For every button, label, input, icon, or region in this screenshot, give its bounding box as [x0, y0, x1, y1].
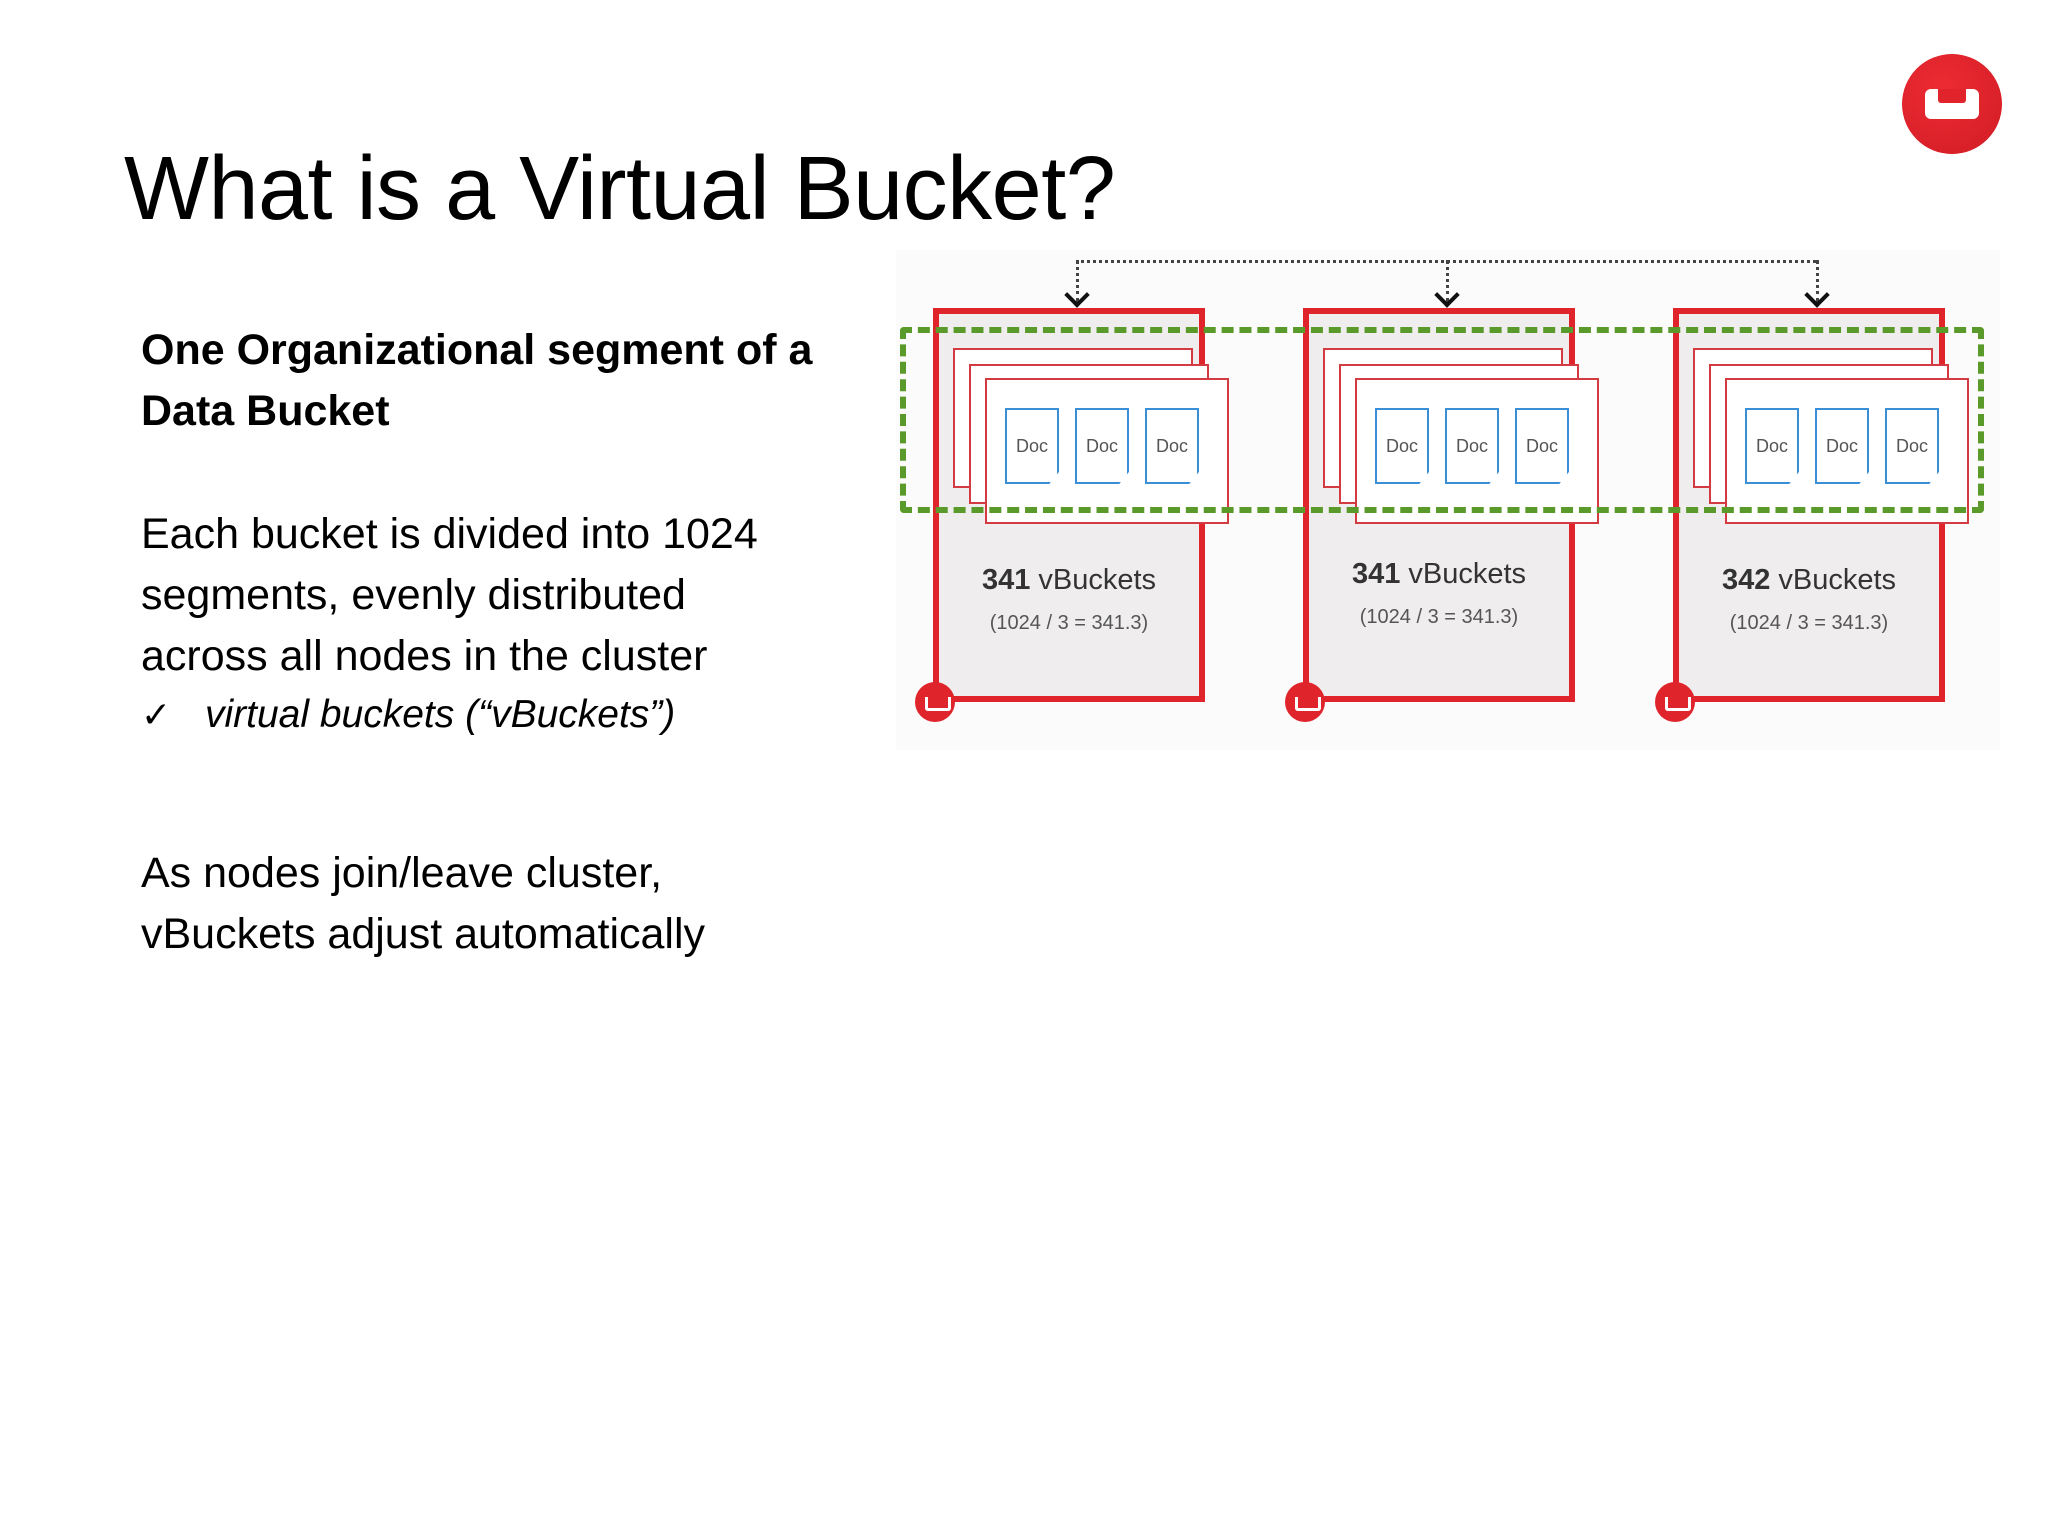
para2-line-1: As nodes join/leave cluster,	[141, 849, 663, 897]
doc-icon: Doc	[1005, 408, 1059, 484]
server-node-icon	[1285, 682, 1325, 722]
checkmark-icon: ✓	[141, 694, 172, 735]
para1-line-3: across all nodes in the cluster	[141, 632, 708, 680]
slide-title: What is a Virtual Bucket?	[124, 139, 1116, 239]
doc-icon: Doc	[1445, 408, 1499, 484]
doc-icon: Doc	[1815, 408, 1869, 484]
vbucket-card: Doc Doc Doc	[1355, 378, 1599, 524]
doc-icon: Doc	[1145, 408, 1199, 484]
node-vbucket-count: 341 vBuckets	[981, 564, 1157, 596]
doc-icon: Doc	[1075, 408, 1129, 484]
node-vbucket-count: 342 vBuckets	[1721, 564, 1897, 596]
server-node-icon	[1655, 682, 1695, 722]
heading-line-2: Data Bucket	[141, 387, 390, 435]
node-1: Doc Doc Doc 341 vBuckets (1024 / 3 = 341…	[915, 308, 1229, 722]
doc-icon: Doc	[1515, 408, 1569, 484]
arrow-down-icon	[1816, 260, 1819, 302]
doc-icon: Doc	[1375, 408, 1429, 484]
vbucket-card: Doc Doc Doc	[985, 378, 1229, 524]
vbucket-diagram: Doc Doc Doc 341 vBuckets (1024 / 3 = 341…	[896, 250, 2000, 750]
text-column: One Organizational segment of a Data Buc…	[141, 320, 861, 965]
bullet-text: virtual buckets (“vBuckets”)	[205, 693, 676, 736]
arrow-down-icon	[1446, 260, 1449, 302]
node-formula: (1024 / 3 = 341.3)	[1729, 612, 1889, 634]
doc-icon: Doc	[1745, 408, 1799, 484]
node-2: Doc Doc Doc 341 vBuckets (1024 / 3 = 341…	[1285, 308, 1599, 722]
node-formula: (1024 / 3 = 341.3)	[989, 612, 1149, 634]
node-3: Doc Doc Doc 342 vBuckets (1024 / 3 = 341…	[1655, 308, 1969, 722]
arrow-down-icon	[1076, 260, 1079, 302]
node-formula: (1024 / 3 = 341.3)	[1359, 606, 1519, 628]
couchbase-logo-icon	[1902, 54, 2002, 154]
heading-line-1: One Organizational segment of a	[141, 326, 813, 374]
node-vbucket-count: 341 vBuckets	[1351, 558, 1527, 590]
bullet-vbuckets: ✓ virtual buckets (“vBuckets”)	[141, 687, 861, 743]
para2-line-2: vBuckets adjust automatically	[141, 910, 706, 958]
server-node-icon	[915, 682, 955, 722]
para1-line-2: segments, evenly distributed	[141, 571, 686, 619]
doc-icon: Doc	[1885, 408, 1939, 484]
vbucket-card: Doc Doc Doc	[1725, 378, 1969, 524]
para1-line-1: Each bucket is divided into 1024	[141, 510, 758, 558]
